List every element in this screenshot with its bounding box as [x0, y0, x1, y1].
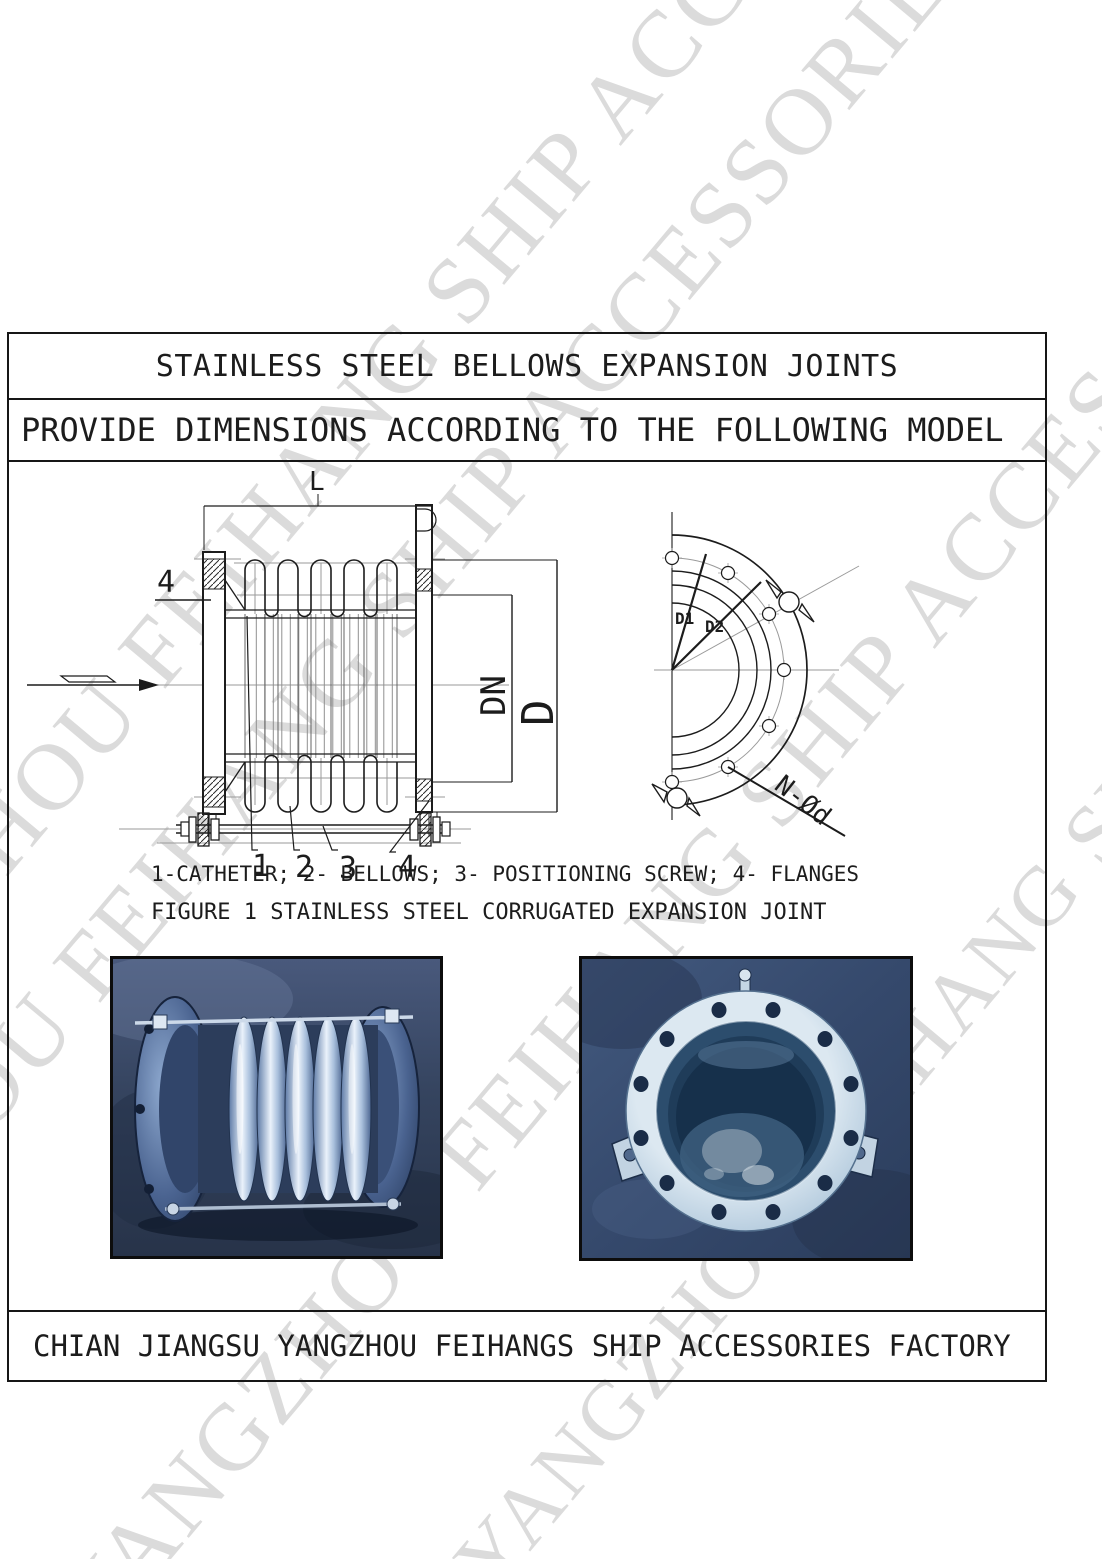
bolt-holes: [662, 548, 794, 792]
dim-label-bore: DN: [474, 675, 514, 716]
dim-label-length: L: [309, 467, 325, 497]
callout-4: 4: [398, 850, 416, 885]
dim-label-d1: D1: [675, 609, 694, 628]
front-view-drawing: D1 D2: [651, 512, 860, 837]
item-callouts: [246, 615, 430, 853]
page-subtitle: PROVIDE DIMENSIONS ACCORDING TO THE FOLL…: [21, 411, 1004, 449]
product-photo-front: [579, 956, 913, 1261]
title-row: STAINLESS STEEL BELLOWS EXPANSION JOINTS: [9, 334, 1045, 400]
clamp-symbol-lower: [651, 783, 701, 817]
callout-1: 1: [252, 849, 270, 884]
document-frame: STAINLESS STEEL BELLOWS EXPANSION JOINTS…: [7, 332, 1047, 1382]
ref-label-flange: 4: [157, 565, 175, 600]
flow-arrow: [27, 675, 159, 691]
dim-label-bolt-pattern: N-Ød: [769, 770, 837, 832]
figure-parts-caption: 1-CATHETER; 2- BELLOWS; 3- POSITIONING S…: [151, 862, 860, 886]
drawing-area: L 4 DN D: [9, 464, 1045, 1308]
side-view-drawing: L 4 DN D: [27, 467, 564, 886]
figure-title-caption: FIGURE 1 STAINLESS STEEL CORRUGATED EXPA…: [151, 900, 827, 925]
photo-front-render: [582, 959, 910, 1258]
footer-row: CHIAN JIANGSU YANGZHOU FEIHANGS SHIP ACC…: [9, 1310, 1045, 1380]
company-name: CHIAN JIANGSU YANGZHOU FEIHANGS SHIP ACC…: [33, 1329, 1011, 1363]
callout-2: 2: [295, 850, 313, 885]
page-title: STAINLESS STEEL BELLOWS EXPANSION JOINTS: [155, 348, 899, 384]
cad-diagram: L 4 DN D: [27, 467, 860, 886]
dim-label-d2: D2: [705, 617, 724, 636]
photo-side-render: [113, 959, 440, 1256]
dim-label-outer: D: [513, 700, 564, 727]
tie-rod: [176, 812, 451, 847]
callout-3: 3: [339, 851, 357, 886]
clamp-symbol-upper: [765, 579, 815, 623]
product-photo-side: [110, 956, 443, 1259]
subtitle-row: PROVIDE DIMENSIONS ACCORDING TO THE FOLL…: [9, 400, 1045, 462]
